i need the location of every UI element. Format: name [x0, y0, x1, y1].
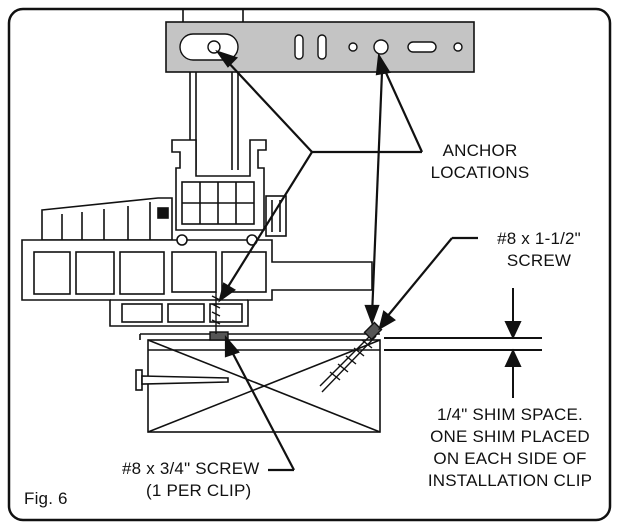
short-screw-line-1: #8 x 3/4" SCREW: [122, 459, 260, 478]
long-screw-label: #8 x 1-1/2" SCREW: [484, 228, 594, 272]
shim-space-line-3: ON EACH SIDE OF: [433, 449, 587, 468]
short-screw: [209, 292, 229, 341]
window-frame-profile: [21, 139, 373, 327]
anchor-locations-label: ANCHOR LOCATIONS: [420, 140, 540, 184]
anchor-locations-line-2: LOCATIONS: [430, 163, 530, 182]
leader-arrows: [215, 49, 478, 472]
long-screw-line-2: SCREW: [506, 251, 572, 270]
diagram-border: [7, 7, 612, 522]
nail: [135, 369, 229, 391]
short-screw-line-2: (1 PER CLIP): [146, 481, 252, 500]
long-screw: [319, 321, 383, 393]
long-screw-line-1: #8 x 1-1/2": [497, 229, 581, 248]
anchor-locations-line-1: ANCHOR: [442, 141, 518, 160]
shim-space-line-1: 1/4" SHIM SPACE.: [437, 405, 583, 424]
installation-clip: [165, 21, 475, 73]
shim-space-label: 1/4" SHIM SPACE. ONE SHIM PLACED ON EACH…: [410, 404, 610, 492]
short-screw-label: #8 x 3/4" SCREW (1 PER CLIP): [122, 458, 272, 502]
shim-space-line-4: INSTALLATION CLIP: [427, 471, 593, 490]
shim-space-line-2: ONE SHIM PLACED: [430, 427, 590, 446]
rough-opening: [139, 333, 381, 433]
figure-label: Fig. 6: [24, 489, 68, 508]
shim-space-dimension: [384, 288, 542, 398]
